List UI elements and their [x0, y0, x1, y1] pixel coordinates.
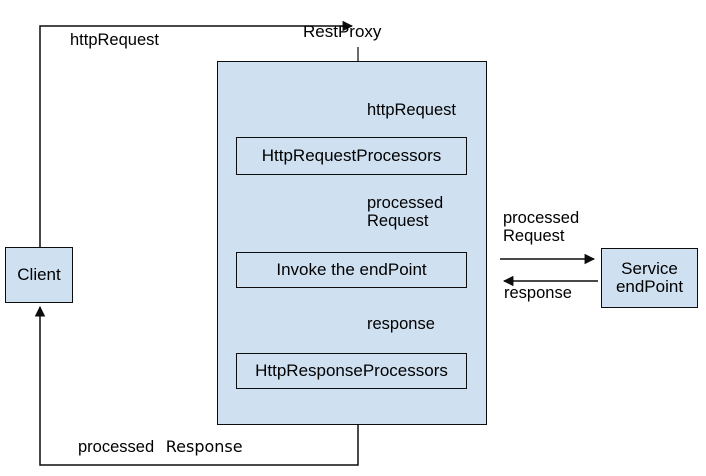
edge-label-part-processed: processed: [78, 438, 155, 456]
node-http-response-processors-label: HttpResponseProcessors: [255, 360, 448, 380]
edge-client-to-restproxy: [39, 20, 354, 247]
edge-label-invoke-to-response-processors: response: [367, 315, 435, 333]
edge-label-line1: processed: [367, 194, 444, 212]
node-invoke-endpoint[interactable]: Invoke the endPoint: [236, 252, 467, 288]
node-client[interactable]: Client: [5, 247, 73, 303]
node-client-label: Client: [17, 264, 61, 284]
node-invoke-endpoint-label: Invoke the endPoint: [276, 259, 427, 279]
edge-label-request-processors-to-invoke: processed Request: [367, 194, 477, 231]
node-service-endpoint[interactable]: Service endPoint: [601, 248, 698, 308]
edge-label-line2: Request: [367, 212, 429, 231]
node-label-restproxy: RestProxy: [303, 22, 382, 41]
edge-label-line2: Request: [503, 227, 565, 246]
edge-label-line1: processed: [503, 209, 580, 227]
node-http-response-processors[interactable]: HttpResponseProcessors: [236, 353, 467, 389]
edge-label-client-to-restproxy: httpRequest: [70, 31, 159, 49]
edge-label-invoke-to-service: processed Request: [503, 209, 603, 246]
node-http-request-processors[interactable]: HttpRequestProcessors: [236, 137, 467, 175]
node-http-request-processors-label: HttpRequestProcessors: [261, 145, 442, 165]
edge-label-service-to-invoke: response: [504, 284, 572, 302]
edge-label-restproxy-to-client: processed Response: [78, 438, 243, 456]
edge-label-restproxy-to-request-processors: httpRequest: [367, 101, 456, 119]
edge-label-part-response: Response: [165, 437, 243, 456]
node-service-endpoint-label-line1: Service: [621, 258, 678, 278]
node-service-endpoint-label-line2: endPoint: [615, 277, 684, 296]
edge-response-processors-to-client: [34, 305, 359, 466]
